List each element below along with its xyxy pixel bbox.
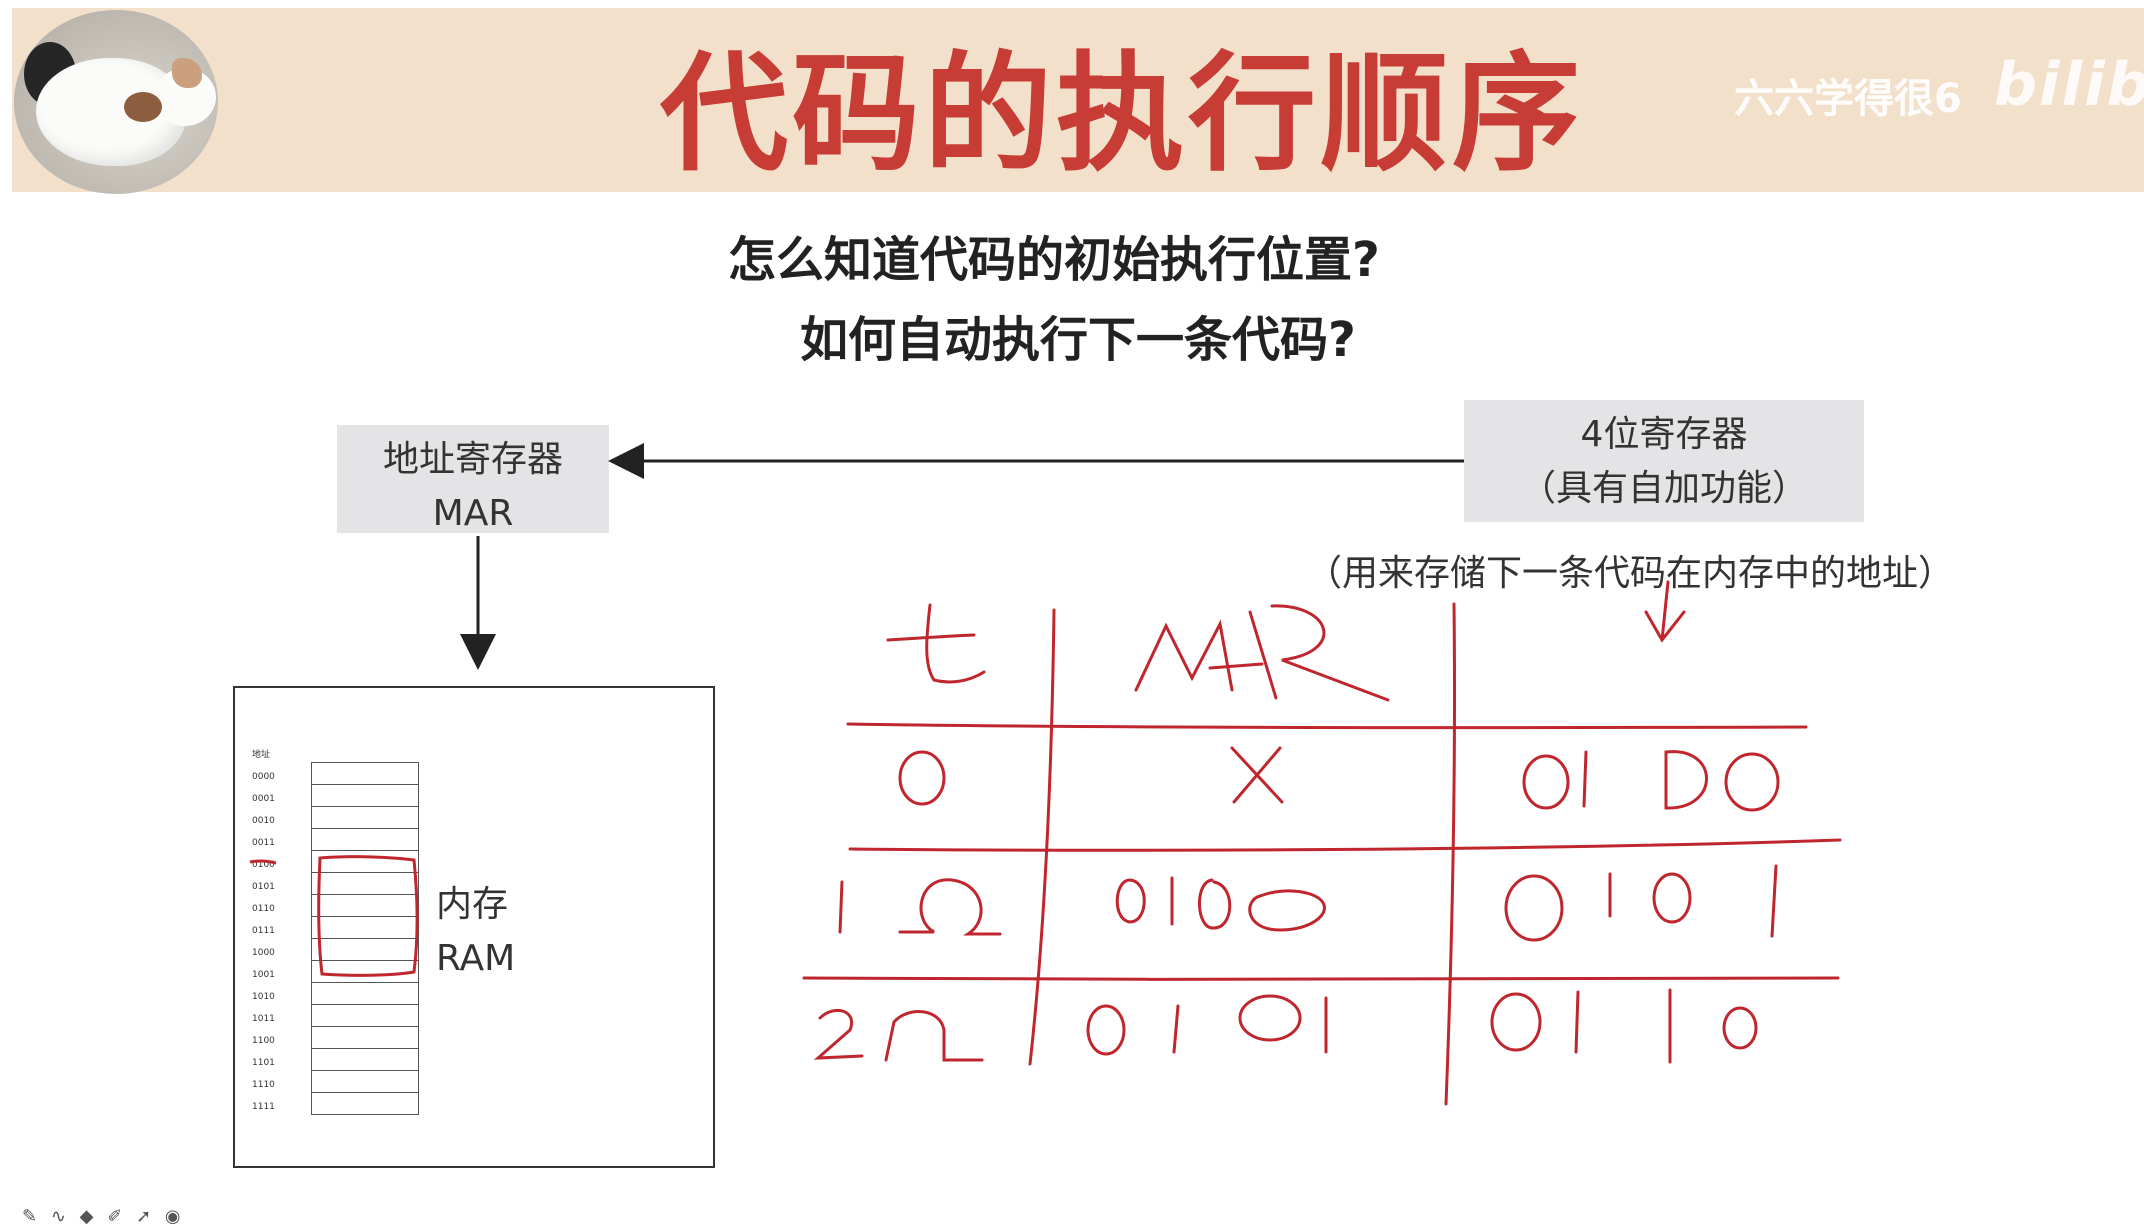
ram-cell: [312, 1049, 418, 1071]
hand-0101-c: [1652, 872, 1692, 924]
cat-spot: [124, 92, 162, 122]
record-icon[interactable]: ◉: [164, 1206, 181, 1227]
hand-0100-mar: [1115, 876, 1326, 932]
ram-cell: [312, 961, 418, 983]
question-next-instruction: 如何自动执行下一条代码?: [800, 312, 1356, 368]
hand-omega-1: [898, 878, 1002, 936]
ram-address: 0010: [252, 816, 275, 826]
ram-address: 1100: [252, 1036, 275, 1046]
table-vline-1: [1028, 608, 1056, 1066]
hand-0110-a: [1490, 992, 1542, 1052]
ram-cell: [312, 785, 418, 807]
hand-0100-d: [1724, 752, 1780, 812]
ram-cell: [312, 829, 418, 851]
mar-box-abbrev: MAR: [432, 493, 514, 534]
hand-mar: [1134, 604, 1390, 702]
ram-cell: [312, 1093, 418, 1115]
ram-frame: [233, 686, 715, 1168]
table-hline-1: [846, 722, 1808, 730]
handwritten-row-1: [838, 864, 1778, 942]
slide-title: 代码的执行顺序: [660, 40, 1585, 189]
highlighter-icon[interactable]: ✐: [107, 1206, 123, 1227]
ram-address-header: 地址: [252, 750, 271, 760]
table-hline-3: [802, 976, 1840, 981]
ram-address: 0110: [252, 904, 275, 914]
hand-0100-c: [1664, 750, 1708, 810]
cat-ear: [172, 58, 202, 88]
ram-cell: [312, 763, 418, 785]
table-hline-2: [848, 838, 1842, 852]
curve-icon[interactable]: ∿: [50, 1206, 66, 1227]
hand-1: [838, 880, 844, 934]
handwritten-row-2: [813, 988, 1758, 1064]
hand-x: [1230, 746, 1284, 804]
hand-2: [813, 1008, 864, 1060]
mar-box: 地址寄存器 MAR: [337, 425, 609, 534]
ram-address: 0101: [252, 882, 275, 892]
handwritten-header-row: [886, 603, 1390, 702]
ram-label: 内存 RAM: [436, 878, 515, 986]
register-box-title: 4位寄存器: [1580, 414, 1748, 455]
ram-cell: [312, 1005, 418, 1027]
ram-address: 1101: [252, 1058, 275, 1068]
question-initial-position: 怎么知道代码的初始执行位置?: [728, 232, 1380, 288]
hand-0110-d: [1722, 1006, 1758, 1050]
ram-address: 0001: [252, 794, 275, 804]
ram-address: 1110: [252, 1080, 275, 1090]
ram-label-en: RAM: [436, 938, 516, 979]
hand-0101-a: [1504, 874, 1564, 942]
ram-address: 0000: [252, 772, 275, 782]
ram-address: 0111: [252, 926, 275, 936]
ram-cell: [312, 983, 418, 1005]
hand-0110-b: [1574, 990, 1580, 1054]
hand-0101-mar-b: [1172, 1004, 1180, 1054]
hand-omega-2: [884, 1010, 984, 1062]
ram-address: 1000: [252, 948, 275, 958]
ram-address: 0011: [252, 838, 275, 848]
ram-address: 1111: [252, 1102, 275, 1112]
handwritten-row-0: [898, 746, 1780, 812]
register-note: （用来存储下一条代码在内存中的地址）: [1306, 553, 1955, 594]
table-vline-2: [1444, 602, 1457, 1106]
hand-t-0: [898, 750, 946, 806]
hand-t: [886, 603, 986, 684]
eraser-icon[interactable]: ◆: [79, 1206, 94, 1227]
ram-cell: [312, 1071, 418, 1093]
hand-0101-d: [1770, 864, 1778, 938]
hand-0100-b: [1582, 750, 1588, 808]
ram-address: 1011: [252, 1014, 275, 1024]
ram-cells: [311, 762, 419, 1115]
ram-address: 1010: [252, 992, 275, 1002]
ram-cell: [312, 807, 418, 829]
ram-cell: [312, 873, 418, 895]
hand-0101-mar-a: [1086, 1004, 1126, 1056]
ram-address: 0100: [252, 860, 275, 870]
ram-address: 1001: [252, 970, 275, 980]
ram-cell: [312, 939, 418, 961]
ram-label-cn: 内存: [436, 884, 509, 925]
mar-box-title: 地址寄存器: [382, 439, 563, 480]
slide-header-band: [12, 8, 2144, 192]
cat-avatar: [14, 10, 218, 194]
pen-icon[interactable]: ✎: [22, 1206, 38, 1227]
pointer-icon[interactable]: ➚: [136, 1206, 152, 1227]
ram-cell: [312, 917, 418, 939]
channel-watermark: 六六学得很6: [1734, 76, 1962, 122]
ram-cell: [312, 1027, 418, 1049]
ram-address-column: 地址 0000 0001 0010 0011 0100 0101 0110 01…: [252, 744, 292, 1118]
annotation-toolbar: ✎ ∿ ◆ ✐ ➚ ◉: [22, 1206, 189, 1228]
ram-cell: [312, 851, 418, 873]
handwritten-table: [802, 580, 1842, 1106]
hand-0100-a: [1522, 754, 1570, 810]
bilibili-logo: bilibili: [1994, 50, 2144, 120]
register-box-subtitle: （具有自加功能）: [1519, 468, 1808, 509]
register-box: 4位寄存器 （具有自加功能）: [1464, 400, 1864, 522]
hand-0101-mar-c: [1238, 994, 1302, 1042]
ram-cell: [312, 895, 418, 917]
